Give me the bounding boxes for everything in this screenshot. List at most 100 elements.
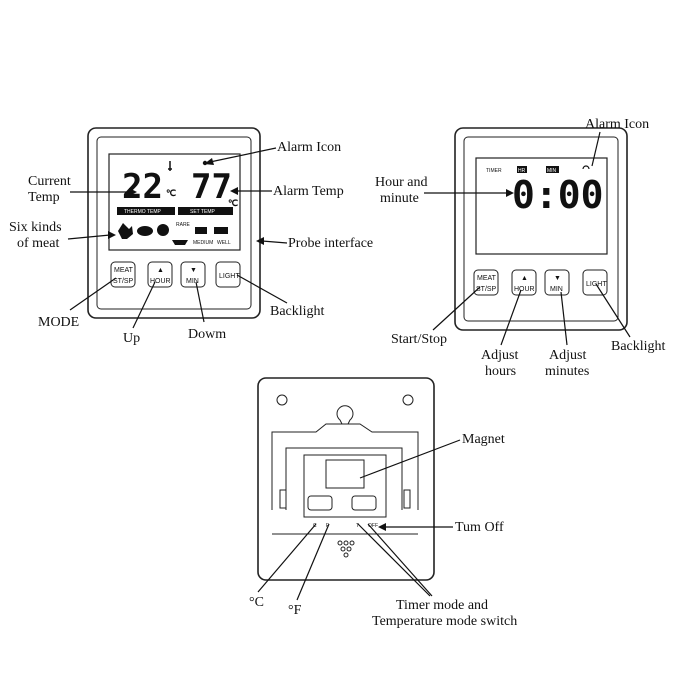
hour-minute-label-line1: Hour and — [375, 175, 428, 190]
svg-text:HOUR: HOUR — [514, 286, 535, 293]
up-hour-button[interactable]: ▲ HOUR — [147, 261, 173, 288]
six-kinds-leader — [67, 234, 111, 240]
alarm-temp-arrowhead — [230, 187, 238, 195]
up-label: Up — [123, 331, 140, 346]
backlight-leader-1 — [236, 274, 288, 304]
battery-area — [303, 454, 387, 518]
fish-icon — [172, 240, 188, 245]
veal-icon — [195, 227, 207, 234]
timer-mode-label-line1: Timer mode and — [396, 598, 488, 613]
down-leader — [195, 281, 205, 323]
timer-meat-stsp-button[interactable]: MEAT ST/SP — [473, 269, 499, 296]
adjust-hours-label-line2: hours — [485, 364, 516, 379]
thermometer-front-device: 22 ℃ 77 ℃ THERMO TEMP SET TEMP RARE MEDI… — [9, 127, 373, 346]
adjust-minutes-label-line1: Adjust — [549, 348, 586, 363]
min-tag-bg — [546, 166, 559, 173]
down-label: Dowm — [188, 327, 226, 342]
off-mark: OFF — [368, 523, 378, 529]
turn-off-arrowhead — [378, 523, 386, 531]
timer-down-min-button[interactable]: ▼ MIN — [544, 269, 570, 296]
well-mark: WELL — [217, 240, 231, 246]
current-temp-readout: 22 — [122, 167, 163, 207]
light-button[interactable]: LIGHT — [215, 261, 241, 288]
timer-mode-leader-1 — [357, 523, 431, 597]
hanging-keyhole — [336, 405, 354, 425]
svg-text:MEAT: MEAT — [114, 267, 134, 274]
timer-up-hour-button[interactable]: ▲ HOUR — [511, 269, 537, 296]
probe-interface-label: Probe interface — [288, 236, 373, 251]
timer-mode-leader-2 — [367, 523, 433, 597]
magnet-label: Magnet — [462, 432, 505, 447]
celsius-label: °C — [249, 595, 264, 610]
timer-lcd-screen — [475, 157, 608, 255]
probe-interface-arrowhead — [256, 237, 264, 245]
backlight-label-2: Backlight — [611, 339, 666, 354]
six-kinds-arrowhead — [108, 231, 116, 239]
svg-text:ST/SP: ST/SP — [476, 286, 497, 293]
svg-text:ST/SP: ST/SP — [113, 278, 134, 285]
alarm-icon-label: Alarm Icon — [277, 140, 341, 155]
timer-mark: T — [356, 523, 359, 529]
backlight-label-1: Backlight — [270, 304, 325, 319]
mode-label: MODE — [38, 315, 79, 330]
min-tag: MIN — [547, 168, 557, 174]
fahrenheit-label: °F — [288, 603, 302, 618]
start-stop-label: Start/Stop — [391, 332, 447, 347]
six-kinds-label-line2: of meat — [17, 236, 59, 251]
hr-tag: HR — [518, 168, 526, 174]
current-temp-unit: ℃ — [166, 188, 176, 199]
set-temp-label: SET TEMP — [190, 209, 215, 215]
down-min-button[interactable]: ▼ MIN — [180, 261, 206, 288]
svg-text:▼: ▼ — [190, 267, 197, 274]
lamb-icon — [157, 224, 169, 236]
hr-tag-bg — [517, 166, 527, 173]
timer-alarm-icon-label: Alarm Icon — [585, 117, 649, 132]
svg-text:MIN: MIN — [186, 278, 199, 285]
thermo-temp-label: THERMO TEMP — [124, 209, 162, 215]
hour-minute-arrowhead — [506, 189, 514, 197]
celsius-leader — [257, 523, 317, 593]
mode-switch[interactable] — [351, 495, 377, 511]
mode-leader — [69, 277, 117, 311]
current-temp-label-line1: Current — [28, 174, 71, 189]
current-temp-arrowhead — [129, 188, 137, 196]
adjust-minutes-label-line2: minutes — [545, 364, 589, 379]
screw-hole-right — [402, 394, 414, 406]
magnet — [325, 459, 365, 489]
screw-hole-left — [276, 394, 288, 406]
timer-alarm-icon — [582, 165, 590, 170]
svg-text:HOUR: HOUR — [150, 278, 171, 285]
clip-right — [403, 489, 411, 509]
meat-icons-row: RARE MEDIUM WELL — [118, 222, 231, 246]
stand-outline — [271, 423, 419, 510]
meat-stsp-button[interactable]: MEAT ST/SP — [110, 261, 136, 288]
timer-alarm-icon-leader — [591, 131, 601, 167]
svg-text:▲: ▲ — [521, 275, 528, 282]
unit-switch[interactable] — [307, 495, 333, 511]
rare-mark: RARE — [176, 222, 191, 228]
turn-off-label: Tum Off — [455, 520, 504, 535]
alarm-temp-unit: ℃ — [228, 198, 238, 209]
beef-icon — [214, 227, 228, 234]
up-leader — [132, 281, 156, 329]
time-readout: 0:00 — [512, 173, 604, 217]
svg-text:▼: ▼ — [554, 275, 561, 282]
alarm-temp-readout: 77 — [191, 167, 232, 207]
thermometer-icon — [168, 161, 172, 171]
timer-front-device: TIMER HR MIN 0:00 MEAT ST/SP ▲ HOUR ▼ MI… — [375, 117, 666, 379]
medium-mark: MEDIUM — [193, 240, 213, 246]
pork-icon — [137, 226, 153, 236]
speaker-grille — [337, 540, 355, 558]
alarm-icon-leader — [209, 147, 277, 163]
svg-text:▲: ▲ — [157, 267, 164, 274]
timer-mode-label-line2: Temperature mode switch — [372, 614, 517, 629]
adjust-hours-label-line1: Adjust — [481, 348, 518, 363]
adjust-minutes-leader — [560, 291, 568, 346]
svg-text:MIN: MIN — [550, 286, 563, 293]
device-bezel — [96, 136, 252, 310]
fahrenheit-leader — [296, 523, 330, 601]
probe-interface-leader — [261, 240, 288, 244]
six-kinds-label-line1: Six kinds — [9, 220, 62, 235]
thermo-temp-bar — [117, 207, 175, 215]
